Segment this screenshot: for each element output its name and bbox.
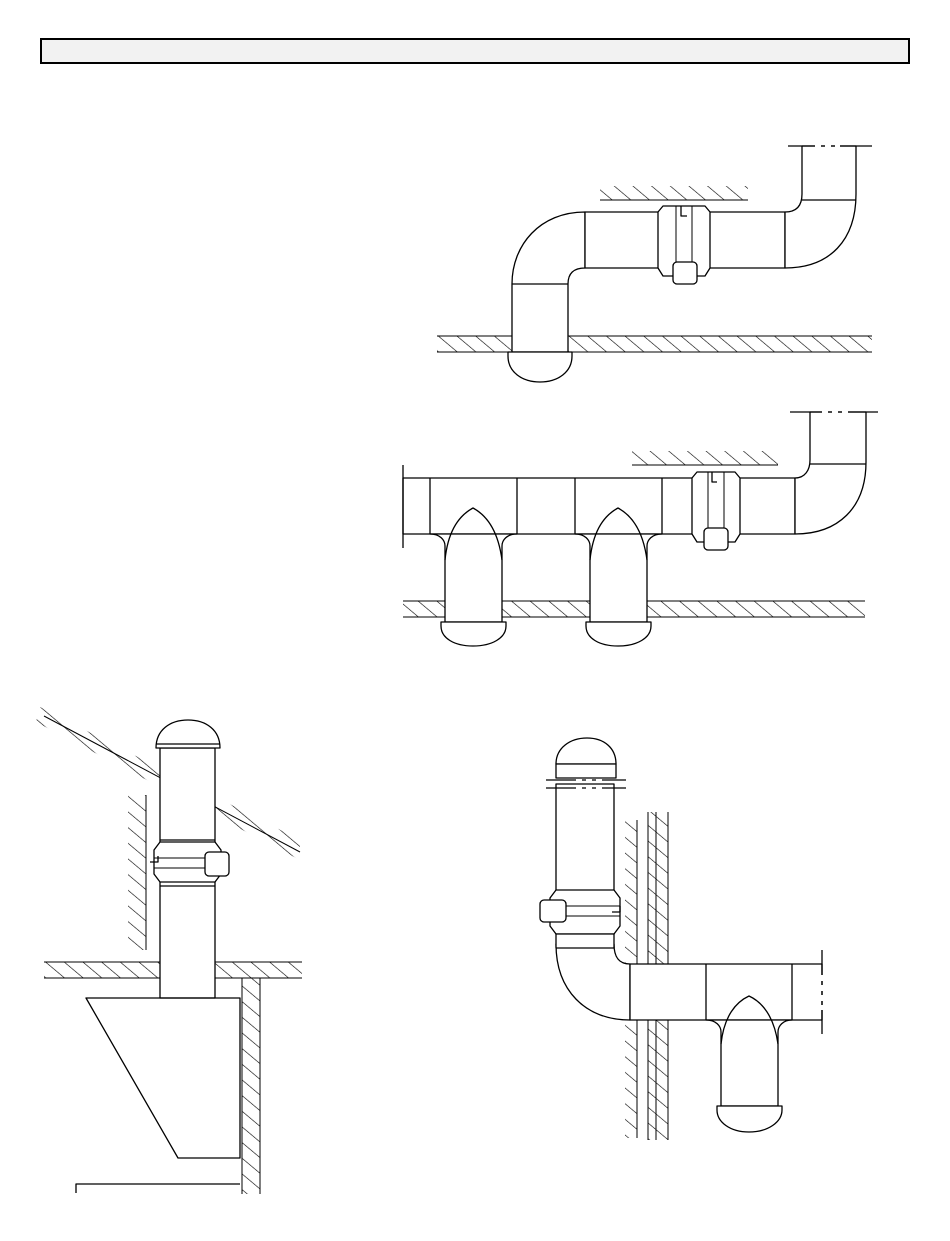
grille-dome-1 <box>508 352 572 382</box>
figure-1-single-vent <box>437 146 872 382</box>
elbow-4 <box>556 934 630 1020</box>
range-hood <box>76 998 240 1193</box>
roof-cap-4 <box>556 738 616 778</box>
outlet-elbow-2 <box>790 412 878 534</box>
roof-cap-3 <box>156 720 220 748</box>
figure-2-two-vents <box>403 412 878 646</box>
figure-3-attic-vertical <box>36 707 302 1194</box>
inline-fan-4 <box>540 890 620 934</box>
ceiling-hatch-2 <box>632 451 778 465</box>
attic-wall-hatch <box>128 795 146 950</box>
floor-slab-1 <box>437 336 872 352</box>
vent-duct-1 <box>512 212 585 352</box>
inline-fan-2 <box>692 472 740 550</box>
inline-fan-1 <box>658 206 710 284</box>
outlet-elbow-1 <box>785 146 872 268</box>
ceiling-hatch-1 <box>600 186 748 200</box>
kitchen-wall-hatch <box>242 978 260 1194</box>
inline-fan-3 <box>150 842 229 882</box>
figure-4-through-wall <box>540 738 822 1140</box>
